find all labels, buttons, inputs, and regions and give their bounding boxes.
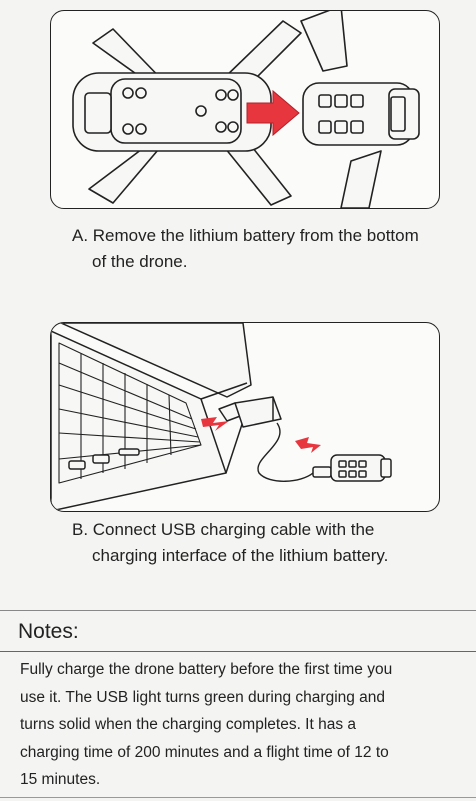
notes-line: Fully charge the drone battery before th…: [20, 661, 393, 678]
notes-line: use it. The USB light turns green during…: [20, 688, 386, 706]
laptop-usb-drawing: [51, 323, 392, 511]
insert-usb-arrow-icon: [201, 417, 229, 431]
usb-charging-illustration: [50, 322, 440, 512]
step-a-caption-line-1: A. Remove the lithium battery from the b…: [72, 226, 419, 245]
notes-body: Fully charge the drone battery before th…: [20, 656, 474, 794]
connect-battery-arrow-icon: [295, 437, 321, 453]
notes-heading-divider: [0, 651, 476, 652]
notes-line: charging time of 200 minutes and a fligh…: [20, 743, 389, 761]
remove-direction-arrow-icon: [246, 89, 300, 137]
step-a-caption-line-2: of the drone.: [92, 252, 188, 271]
step-b-caption: B. Connect USB charging cable with the c…: [72, 517, 388, 569]
drone-battery-removal-illustration: [50, 10, 440, 209]
notes-line: turns solid when the charging completes.…: [20, 716, 357, 733]
notes-line: 15 minutes.: [20, 771, 101, 788]
step-b-caption-line-1: B. Connect USB charging cable with the: [72, 520, 375, 539]
step-b-caption-line-2: charging interface of the lithium batter…: [92, 546, 389, 565]
drone-underside-drawing: [72, 11, 420, 208]
notes-bottom-divider: [0, 797, 476, 798]
notes-heading: Notes:: [18, 620, 79, 643]
step-a-caption: A. Remove the lithium battery from the b…: [72, 223, 419, 275]
notes-top-divider: [0, 610, 476, 611]
